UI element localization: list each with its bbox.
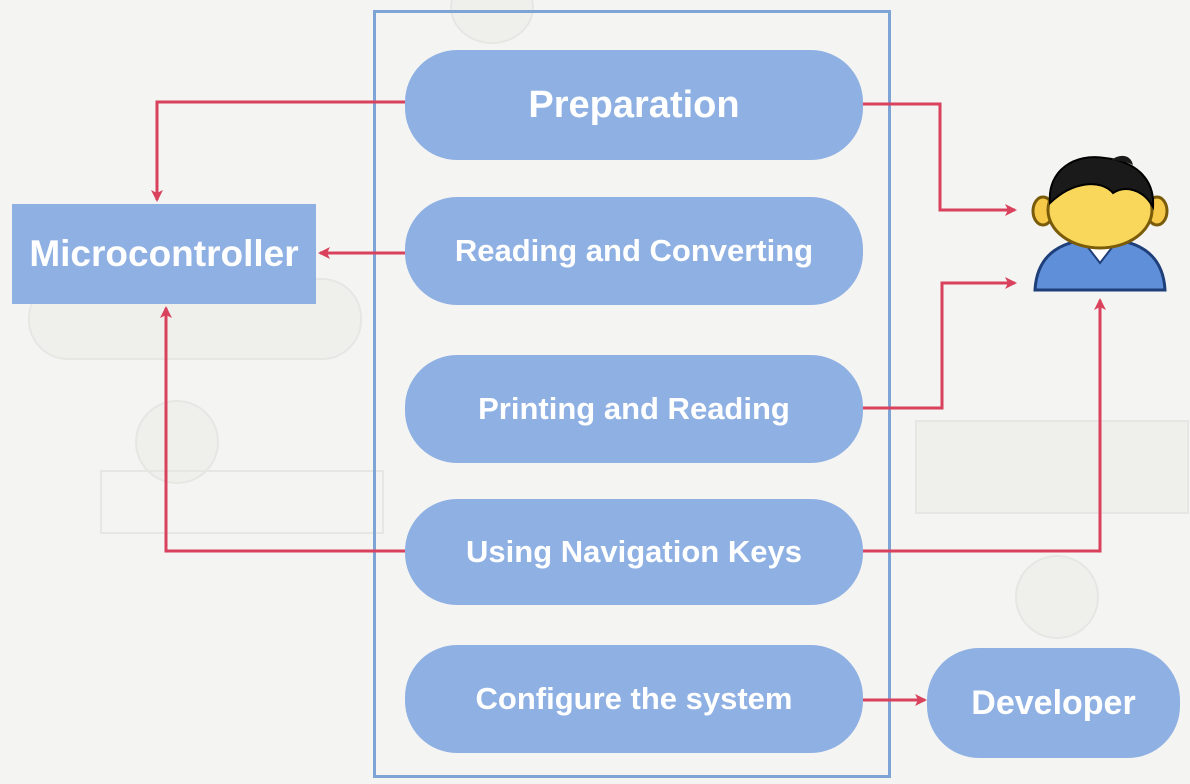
usecase-configure-system: Configure the system [405,645,863,753]
user-icon [1031,155,1169,292]
developer-actor: Developer [927,648,1180,758]
usecase-printing-reading: Printing and Reading [405,355,863,463]
background-artifact [100,470,384,534]
usecase-preparation: Preparation [405,50,863,160]
background-artifact [915,420,1189,514]
connector-preparation-user [862,102,1017,216]
system-boundary [373,10,891,778]
connector-preparation-microcontroller [151,100,405,202]
usecase-reading-converting: Reading and Converting [405,197,863,305]
background-artifact [1015,555,1099,639]
connector-navigation-user [862,298,1106,553]
connector-navigation-microcontroller [160,306,405,553]
usecase-navigation-keys: Using Navigation Keys [405,499,863,605]
connector-printing-user [862,277,1017,410]
microcontroller-actor: Microcontroller [12,204,316,304]
